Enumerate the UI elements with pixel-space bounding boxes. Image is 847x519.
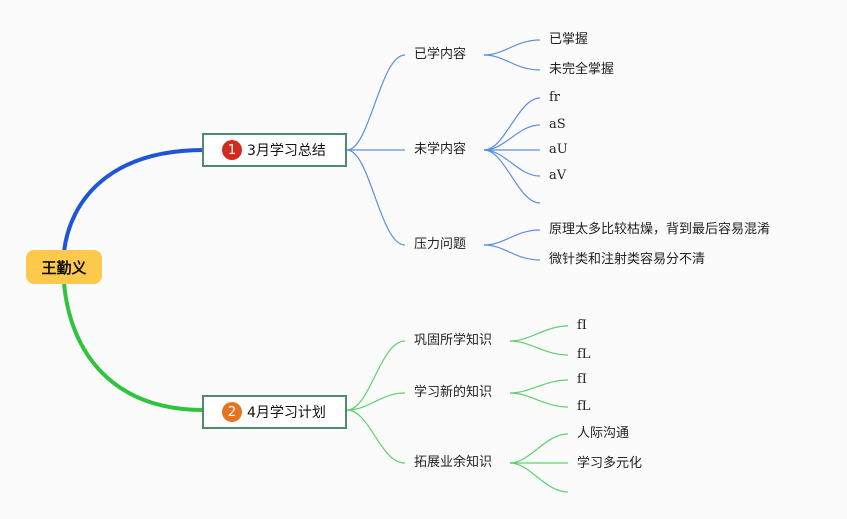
subtopic-pressure[interactable]: 压力问题 <box>414 237 467 252</box>
connector-b2-sub1 <box>346 340 406 411</box>
subtopic-consolidate[interactable]: 巩固所学知识 <box>414 333 493 348</box>
connector-sub2-leaf4 <box>483 149 541 177</box>
leaf-topic[interactable]: 微针类和注射类容易分不清 <box>549 252 706 267</box>
root-topic[interactable]: 王勤义 <box>26 250 102 284</box>
subtopic-new-knowledge[interactable]: 学习新的知识 <box>414 385 493 400</box>
connector-sub3-leaf2 <box>483 244 541 261</box>
connector-sub3-leaf1 <box>483 229 541 246</box>
connector-b2s1-leaf1 <box>509 325 569 342</box>
leaf-topic[interactable]: 学习多元化 <box>577 456 643 471</box>
leaf-topic[interactable]: aU <box>549 142 568 157</box>
number-badge-icon: 1 <box>222 140 242 160</box>
connector-b2s3-leaf1 <box>509 433 569 464</box>
connector-sub2-leaf2 <box>483 124 541 151</box>
leaf-topic[interactable]: fI <box>577 318 587 333</box>
leaf-topic[interactable]: 已掌握 <box>549 32 589 47</box>
connector-sub2-leaf1 <box>483 97 541 151</box>
leaf-topic[interactable]: aV <box>549 168 567 183</box>
connector-root-branch1 <box>62 148 205 253</box>
connector-b2-sub3 <box>346 409 406 464</box>
subtopic-not-learned[interactable]: 未学内容 <box>414 142 467 157</box>
branch-topic-march-summary[interactable]: 1 3月学习总结 <box>202 133 347 167</box>
leaf-topic[interactable]: fL <box>577 399 591 414</box>
leaf-topic[interactable]: fI <box>577 372 587 387</box>
connector-sub1-leaf2 <box>483 54 541 71</box>
leaf-topic[interactable]: 未完全掌握 <box>549 62 615 77</box>
connector-b2s2-leaf2 <box>509 392 569 408</box>
connector-root-branch2 <box>62 282 205 412</box>
connector-b1-sub1 <box>346 54 406 151</box>
connector-sub1-leaf1 <box>483 39 541 56</box>
root-topic-label: 王勤义 <box>41 258 87 277</box>
connector-b2s3-leaf3 <box>509 462 569 493</box>
leaf-topic[interactable]: aS <box>549 117 566 132</box>
subtopic-extended-knowledge[interactable]: 拓展业余知识 <box>414 455 493 470</box>
subtopic-learned[interactable]: 已学内容 <box>414 47 467 62</box>
leaf-topic[interactable]: 人际沟通 <box>577 426 630 441</box>
leaf-topic[interactable]: 原理太多比较枯燥，背到最后容易混淆 <box>549 222 771 237</box>
connector-b2s2-leaf1 <box>509 379 569 394</box>
branch-topic-april-plan[interactable]: 2 4月学习计划 <box>202 395 347 429</box>
leaf-topic[interactable]: fr <box>549 90 561 105</box>
connector-b2-sub2 <box>346 392 406 411</box>
leaf-topic[interactable]: fL <box>577 347 591 362</box>
branch-topic-label: 3月学习总结 <box>247 143 326 159</box>
number-badge-icon: 2 <box>222 402 242 422</box>
connector-b2s1-leaf2 <box>509 340 569 356</box>
connector-sub2-leaf5 <box>483 149 541 204</box>
connector-b1-sub3 <box>346 149 406 246</box>
branch-topic-label: 4月学习计划 <box>247 405 326 421</box>
